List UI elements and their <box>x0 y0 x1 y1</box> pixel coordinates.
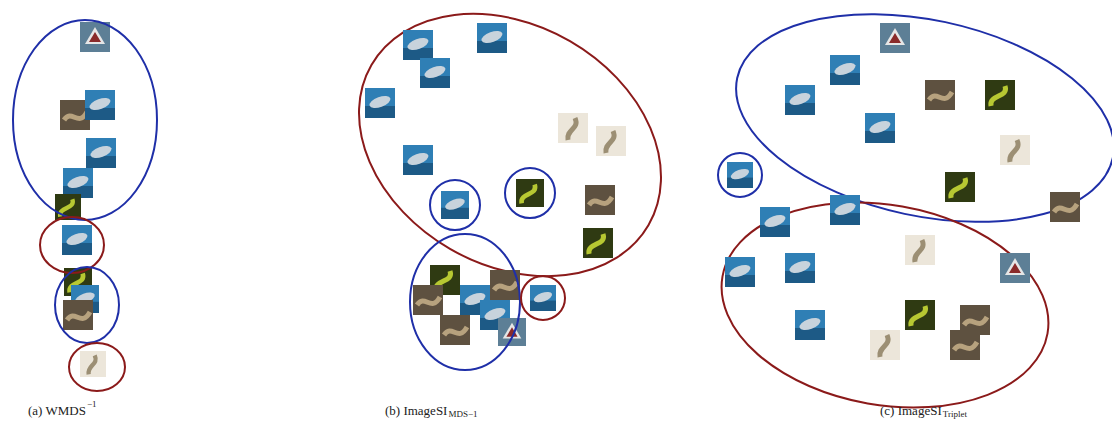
panel-b <box>311 0 708 370</box>
caption-script: −1 <box>87 400 97 409</box>
panel-caption: (c) ImageSI <box>880 404 942 417</box>
panel-caption: (b) ImageSI <box>385 404 447 417</box>
panel-c <box>705 0 1112 431</box>
panel-caption: (a) WMDS <box>28 404 86 417</box>
caption-script: MDS−1 <box>448 410 477 419</box>
caption-script: Triplet <box>943 410 967 419</box>
panel-a <box>13 20 157 391</box>
